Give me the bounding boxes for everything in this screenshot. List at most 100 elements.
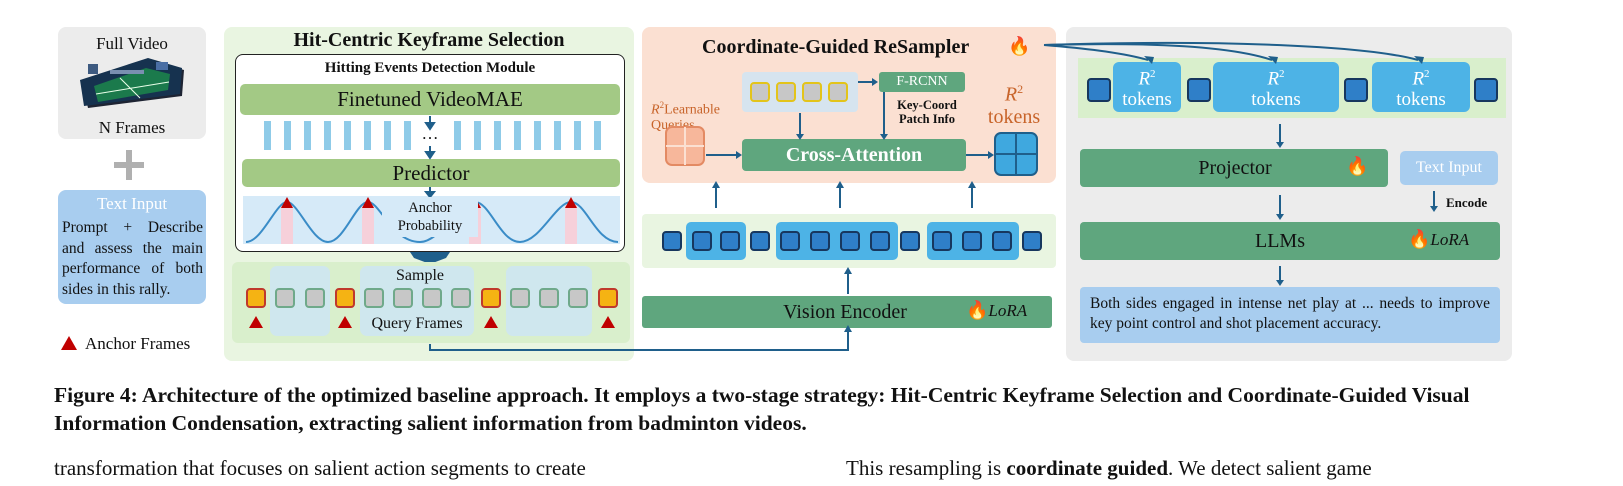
feature-stripe: [554, 121, 561, 150]
cross-attention-block: Cross-Attention: [742, 139, 966, 171]
feature-stripe: [344, 121, 351, 150]
query-frame-token: [539, 288, 559, 308]
feature-stripe: [304, 121, 311, 150]
visual-token: [932, 231, 952, 251]
llms-lora: 🔥LoRA: [1408, 229, 1469, 250]
feature-stripe: [474, 121, 481, 150]
encode-label: Encode: [1446, 195, 1488, 210]
query-frame-token: [364, 288, 384, 308]
text-input-title: Text Input: [96, 194, 168, 213]
feature-stripe: [494, 121, 501, 150]
predictor-bar: Predictor: [242, 159, 620, 187]
vision-encoder-label: Vision Encoder: [783, 300, 907, 323]
sample-label: Sample: [396, 267, 444, 284]
r2-word: tokens: [987, 105, 1041, 128]
learnable-queries-grid-icon: [665, 126, 705, 166]
red-triangle-icon: [338, 316, 352, 328]
feature-stripe: [284, 121, 291, 150]
feature-stripe: [574, 121, 581, 150]
body-right-prefix: This resampling is: [846, 456, 1007, 480]
visual-token: [1022, 231, 1042, 251]
anchor-frame-token: [598, 288, 618, 308]
feature-token: [750, 82, 770, 102]
badminton-video-thumbnail-icon: [80, 56, 186, 114]
r2-sup: 2: [1424, 68, 1430, 81]
r2-tokens-r-line: R2: [1005, 78, 1023, 106]
visual-token: [900, 231, 920, 251]
llm-text-input: Text Input: [1400, 151, 1498, 185]
red-triangle-icon: [601, 316, 615, 328]
text-input-body: Prompt + Describe and assess the main pe…: [62, 219, 203, 298]
visual-token: [962, 231, 982, 251]
llms-label: LLMs: [1255, 229, 1305, 252]
body-right-suffix: . We detect salient game: [1168, 456, 1372, 480]
r2-sup: 2: [1017, 82, 1024, 97]
projector-block: [1080, 149, 1388, 187]
vision-encoder-lora: 🔥LoRA: [966, 300, 1027, 321]
feature-stripe: [404, 121, 411, 150]
visual-token: [750, 231, 770, 251]
query-frame-token: [510, 288, 530, 308]
llm-output-box: Both sides engaged in intense net play a…: [1080, 287, 1500, 343]
r2-sup: 2: [1150, 68, 1156, 81]
lora-label: LoRA: [1430, 230, 1470, 249]
feature-stripe: [594, 121, 601, 150]
red-triangle-icon: [484, 316, 498, 328]
r2-word: tokens: [1251, 88, 1301, 110]
keyframe-selection-title: Hit-Centric Keyframe Selection: [293, 28, 565, 51]
r2-tokens-label: R2 tokens: [978, 78, 1050, 128]
r2-r: R: [1004, 83, 1018, 106]
red-triangle-icon: [249, 316, 263, 328]
r2-token-r-line: R2: [1138, 64, 1155, 89]
query-frame-token: [305, 288, 325, 308]
text-input-panel: [58, 190, 206, 304]
figure-caption-label: Figure 4:: [54, 383, 138, 407]
feature-stripe: [534, 121, 541, 150]
hitting-events-module-title: Hitting Events Detection Module: [324, 59, 536, 76]
feature-stripe: [264, 121, 271, 150]
r2-r: R: [1412, 68, 1425, 90]
learnable-r: R: [651, 102, 660, 118]
query-frame-token: [568, 288, 588, 308]
query-frames-label: Query Frames: [371, 315, 463, 332]
llms-block: [1080, 222, 1500, 260]
plus-sign: [112, 148, 146, 182]
llm-token: [1187, 78, 1211, 102]
resampler-title: Coordinate-Guided ReSampler: [702, 36, 969, 59]
feature-ellipsis: …: [421, 124, 439, 143]
r2-sup: 2: [1279, 68, 1285, 81]
feature-stripe: [514, 121, 521, 150]
visual-token: [810, 231, 830, 251]
red-triangle-icon: [61, 336, 77, 350]
llm-token: [1087, 78, 1111, 102]
r2-r: R: [1138, 68, 1151, 90]
visual-token: [662, 231, 682, 251]
fire-icon: 🔥: [1008, 36, 1031, 56]
query-frame-token: [422, 288, 442, 308]
vision-encoder-block: [642, 296, 1052, 328]
learnable-suffix: Learnable Queries: [651, 102, 721, 133]
finetuned-videomae-bar: Finetuned VideoMAE: [240, 84, 620, 115]
r2-token-r-line: R2: [1412, 64, 1429, 89]
n-frames-label: N Frames: [98, 118, 166, 137]
feature-stripe: [324, 121, 331, 150]
learnable-queries-label: R2Learnable Queries: [651, 98, 741, 133]
query-frame-token: [275, 288, 295, 308]
r2-tokens-grid-icon: [994, 132, 1038, 176]
llm-token: [1344, 78, 1368, 102]
figure-caption: Figure 4: Architecture of the optimized …: [54, 381, 1544, 437]
anchor-probability-label: Anchor Probability: [382, 197, 478, 237]
projector-label: Projector: [1198, 156, 1272, 179]
llm-token: [1474, 78, 1498, 102]
r2-word: tokens: [1396, 88, 1446, 110]
visual-token: [780, 231, 800, 251]
figure-caption-text: Architecture of the optimized baseline a…: [54, 383, 1470, 435]
fire-icon: 🔥: [966, 300, 989, 320]
anchor-frames-legend: Anchor Frames: [85, 334, 191, 353]
feature-stripe: [454, 121, 461, 150]
learnable-sup: 2: [659, 100, 665, 110]
query-frame-token: [451, 288, 471, 308]
